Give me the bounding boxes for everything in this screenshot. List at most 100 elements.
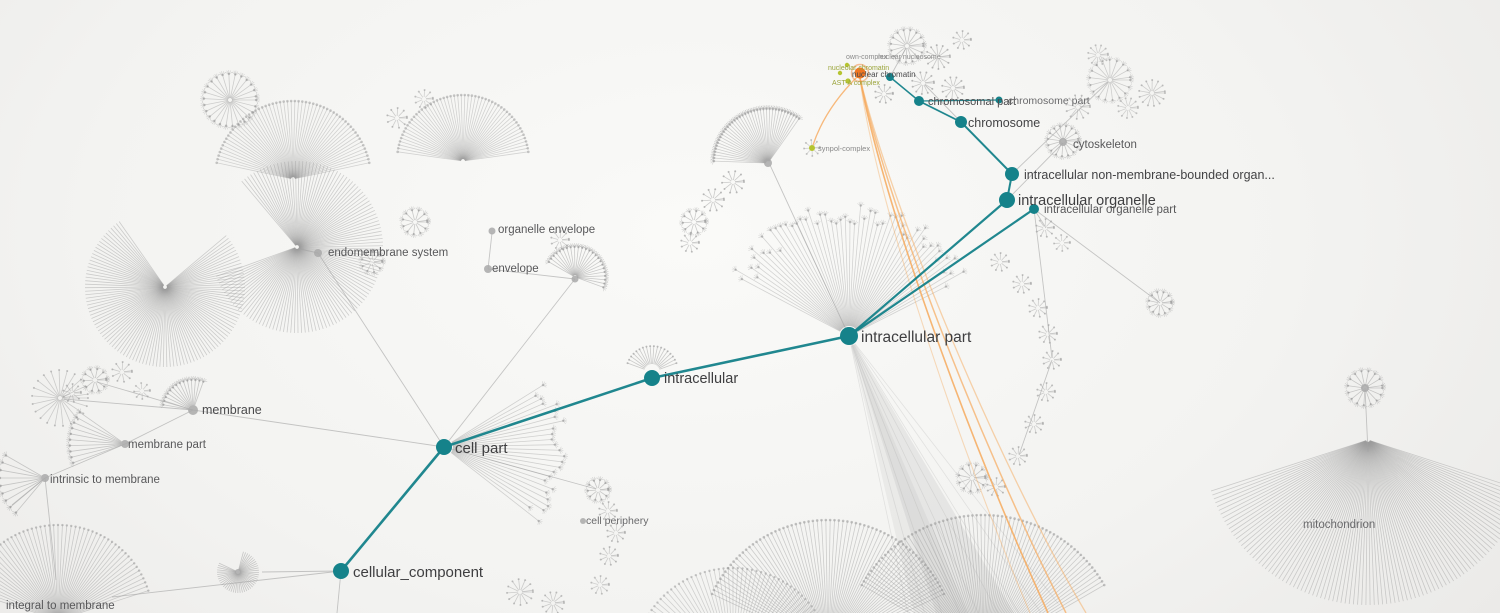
cluster-fan[interactable] xyxy=(1044,122,1082,160)
cluster-fan[interactable] xyxy=(414,89,434,109)
cluster-fan[interactable] xyxy=(598,501,618,521)
term-label[interactable]: intracellular part xyxy=(861,329,972,346)
term-node[interactable] xyxy=(121,440,129,448)
term-label[interactable]: AST-A complex xyxy=(832,80,880,87)
cluster-fan[interactable] xyxy=(645,566,821,613)
cluster-fan[interactable] xyxy=(1117,97,1139,119)
term-label[interactable]: cell periphery xyxy=(586,515,649,527)
focus-node[interactable] xyxy=(854,67,866,79)
cluster-fan[interactable] xyxy=(626,345,678,370)
term-node[interactable] xyxy=(235,569,241,575)
cluster-fan[interactable] xyxy=(721,170,745,194)
cluster-fan[interactable] xyxy=(1008,446,1028,466)
cluster-fan[interactable] xyxy=(1035,218,1055,238)
cluster-fan[interactable] xyxy=(1145,288,1175,318)
cluster-fan[interactable] xyxy=(679,207,709,237)
term-label[interactable]: membrane xyxy=(202,403,262,417)
term-label[interactable]: membrane part xyxy=(128,439,207,451)
term-label[interactable]: intracellular organelle xyxy=(1018,193,1156,209)
term-label[interactable]: nucleolar chromatin xyxy=(828,65,889,72)
cluster-fan[interactable] xyxy=(710,105,803,165)
cluster-fan[interactable] xyxy=(216,161,383,333)
term-label[interactable]: intracellular organelle part xyxy=(1044,204,1177,216)
cluster-fan[interactable] xyxy=(955,461,989,495)
term-node[interactable] xyxy=(484,265,492,273)
cluster-fan[interactable] xyxy=(710,518,946,613)
term-label[interactable]: mitochondrion xyxy=(1303,519,1375,531)
term-node-enriched[interactable] xyxy=(844,62,850,68)
cluster-fan[interactable] xyxy=(911,71,935,95)
term-label[interactable]: nuclear chromatin xyxy=(852,70,916,79)
term-node-selected[interactable] xyxy=(914,96,924,106)
term-label[interactable]: chromosomal part xyxy=(928,96,1016,108)
term-node-selected[interactable] xyxy=(333,563,349,579)
term-node-selected[interactable] xyxy=(436,439,452,455)
cluster-fan[interactable] xyxy=(399,206,431,238)
term-label[interactable]: integral to membrane xyxy=(6,600,115,612)
term-node-selected[interactable] xyxy=(955,116,967,128)
term-node-enriched[interactable] xyxy=(837,70,843,76)
term-label[interactable]: cytoskeleton xyxy=(1073,139,1137,151)
term-label[interactable]: organelle envelope xyxy=(498,224,595,236)
cluster-fan[interactable] xyxy=(396,93,530,162)
term-label[interactable]: chromosome xyxy=(968,116,1040,130)
cluster-fan[interactable] xyxy=(1138,79,1166,107)
term-label[interactable]: envelope xyxy=(492,263,539,275)
cluster-fan[interactable] xyxy=(111,361,133,383)
term-node-selected[interactable] xyxy=(644,370,660,386)
cluster-fan[interactable] xyxy=(941,76,965,100)
term-node-selected[interactable] xyxy=(995,96,1003,104)
term-node-enriched[interactable] xyxy=(845,78,851,84)
cluster-fan[interactable] xyxy=(1042,350,1062,370)
cluster-fan[interactable] xyxy=(1036,382,1056,402)
term-node[interactable] xyxy=(188,405,198,415)
cluster-fan[interactable] xyxy=(850,343,1059,613)
cluster-fan[interactable] xyxy=(925,44,951,70)
cluster-fan[interactable] xyxy=(358,248,386,276)
term-label[interactable]: own-complex xyxy=(846,54,888,61)
cluster-fan[interactable] xyxy=(860,513,1106,613)
cluster-fan[interactable] xyxy=(200,70,260,130)
cluster-fan[interactable] xyxy=(506,578,534,606)
cluster-fan[interactable] xyxy=(1344,367,1386,409)
cluster-fan[interactable] xyxy=(803,139,821,157)
cluster-fan[interactable] xyxy=(1087,44,1109,66)
cluster-fan[interactable] xyxy=(450,381,569,525)
term-label[interactable]: synpol-complex xyxy=(818,144,870,153)
cluster-fan[interactable] xyxy=(541,591,565,613)
term-node[interactable] xyxy=(571,275,579,283)
term-label[interactable]: nuclear nucleosome xyxy=(878,54,941,61)
term-node-selected[interactable] xyxy=(1029,204,1039,214)
term-node-selected[interactable] xyxy=(886,73,894,81)
cluster-fan[interactable] xyxy=(80,365,110,395)
term-node-selected[interactable] xyxy=(1005,167,1019,181)
term-node[interactable] xyxy=(1361,384,1369,392)
cluster-fan[interactable] xyxy=(990,252,1010,272)
cluster-fan[interactable] xyxy=(952,30,972,50)
term-node[interactable] xyxy=(580,518,586,524)
term-label[interactable]: intrinsic to membrane xyxy=(50,474,160,486)
cluster-fan[interactable] xyxy=(1053,234,1071,252)
term-label[interactable]: endomembrane system xyxy=(328,247,448,259)
cluster-fan[interactable] xyxy=(701,188,725,212)
cluster-fan[interactable] xyxy=(1086,55,1134,104)
term-node[interactable] xyxy=(1059,138,1067,146)
term-label[interactable]: chromosome part xyxy=(1008,95,1090,107)
term-node-selected[interactable] xyxy=(999,192,1015,208)
term-node[interactable] xyxy=(314,249,322,257)
term-node[interactable] xyxy=(488,227,496,235)
cluster-fan[interactable] xyxy=(1012,274,1032,294)
term-node[interactable] xyxy=(764,159,772,167)
cluster-fan[interactable] xyxy=(0,451,43,517)
cluster-fan[interactable] xyxy=(133,382,151,400)
term-node-enriched[interactable] xyxy=(809,145,815,151)
cluster-fan[interactable] xyxy=(1065,94,1091,120)
cluster-fan[interactable] xyxy=(1024,414,1044,434)
cluster-fan[interactable] xyxy=(84,221,246,367)
term-node[interactable] xyxy=(41,474,49,482)
cluster-fan[interactable] xyxy=(159,376,208,410)
cluster-fan[interactable] xyxy=(31,369,89,427)
cluster-fan[interactable] xyxy=(386,107,408,129)
